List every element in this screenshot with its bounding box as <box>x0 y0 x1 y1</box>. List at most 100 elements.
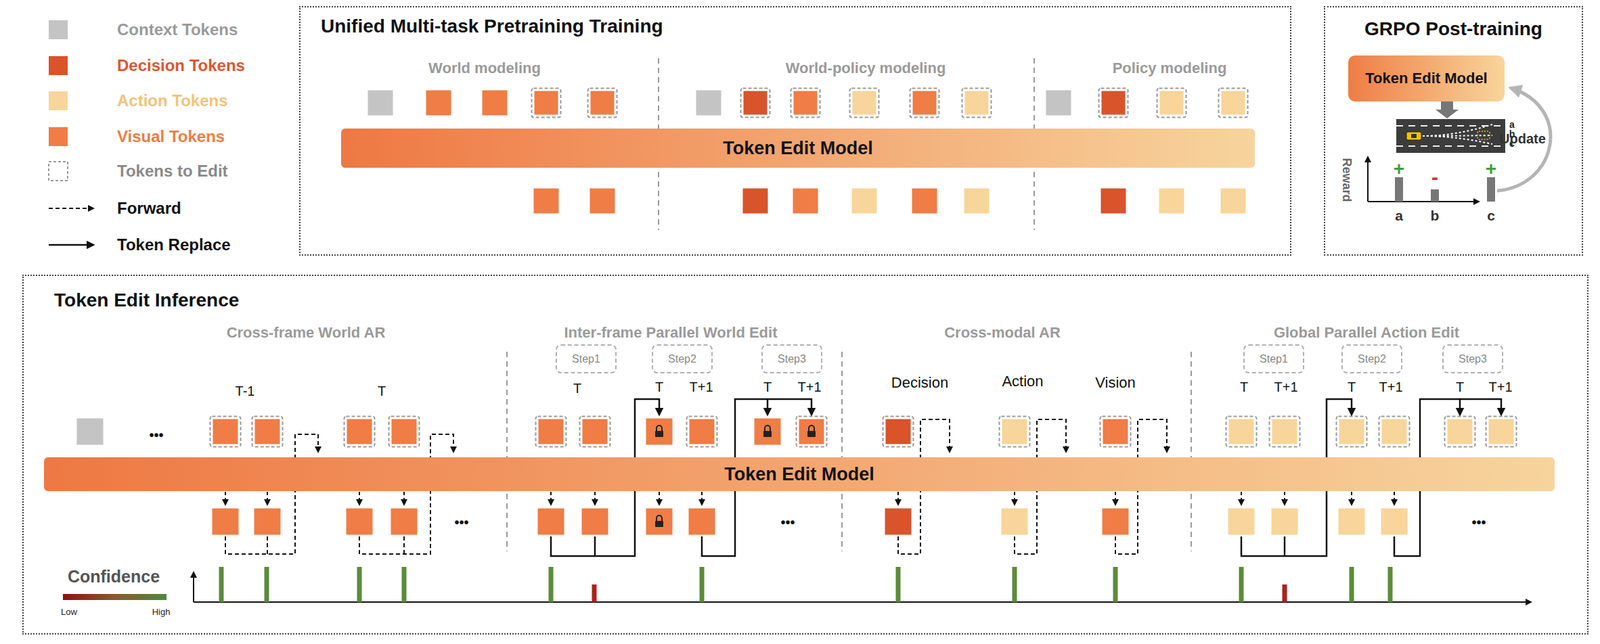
model-band: Token Edit Model <box>43 457 1555 492</box>
model-label: Token Edit Model <box>1365 71 1487 86</box>
trajectory <box>1422 124 1493 137</box>
token-fill <box>1101 188 1127 214</box>
edit-outline <box>850 88 880 118</box>
trajectory <box>1422 136 1493 145</box>
legend-text: Context Tokens <box>117 21 238 38</box>
token <box>883 416 914 448</box>
model-box: Token Edit Model <box>1348 55 1505 102</box>
token <box>689 508 716 536</box>
token-fill <box>754 418 782 446</box>
modality-label: Action <box>1001 374 1043 390</box>
token <box>536 416 567 448</box>
token-fill <box>255 419 281 445</box>
confidence-axis <box>193 601 1531 604</box>
legend-text: Forward <box>117 200 182 217</box>
token-fill <box>912 188 938 214</box>
token <box>1046 90 1072 116</box>
token-fill <box>964 188 990 214</box>
confidence-bar <box>1349 567 1355 603</box>
token-fill <box>213 419 239 445</box>
legend-text: Token Replace <box>117 236 231 254</box>
token <box>1218 88 1249 118</box>
replace-line <box>766 399 769 415</box>
token <box>1486 416 1517 448</box>
token <box>1001 508 1029 536</box>
frame-label: T <box>1347 380 1356 394</box>
token <box>582 508 609 536</box>
trajectory <box>1422 135 1493 137</box>
token-fill <box>534 188 560 214</box>
edit-outline <box>962 88 992 118</box>
frame-label: T+1 <box>797 380 821 394</box>
reward-sign: + <box>1485 159 1497 179</box>
panel-title: GRPO Post-training <box>1325 19 1582 39</box>
step-label: Step1 <box>571 353 601 365</box>
section-label: World-policy modeling <box>785 60 947 76</box>
reward-axis <box>1367 201 1479 203</box>
confidence-bar <box>1239 567 1244 603</box>
token <box>77 418 104 446</box>
token-fill <box>1447 419 1473 445</box>
edit-outline <box>883 416 914 448</box>
token-fill <box>582 508 609 536</box>
replace-line <box>594 536 597 557</box>
confidence-scale <box>62 594 167 601</box>
forward-arrow <box>224 492 227 505</box>
token-fill <box>1272 419 1298 445</box>
token <box>1379 416 1410 448</box>
forward-loop <box>359 434 454 555</box>
car-window <box>1411 134 1417 139</box>
edit-outline <box>1445 416 1476 448</box>
step-label: Step3 <box>777 353 807 365</box>
token-fill <box>696 90 722 116</box>
confidence-bar <box>592 584 597 603</box>
token-fill <box>590 91 615 116</box>
confidence-bar <box>548 567 554 603</box>
token <box>212 508 239 536</box>
token-fill <box>1046 90 1072 116</box>
token <box>590 188 616 214</box>
token-fill <box>538 419 564 445</box>
token-fill <box>1103 419 1129 445</box>
legend-entry: Decision Tokens <box>0 54 298 77</box>
token-fill <box>1160 91 1184 116</box>
edit-outline <box>1269 416 1301 448</box>
replace-line <box>1459 399 1462 415</box>
token-fill <box>689 508 716 536</box>
edit-outline <box>1157 88 1187 118</box>
forward-loop <box>403 536 405 555</box>
token <box>962 88 992 118</box>
token <box>686 416 718 448</box>
frame-label: T <box>1455 380 1464 394</box>
forward-arrow <box>1350 492 1353 505</box>
axis-title: Confidence <box>67 568 160 586</box>
token <box>1271 508 1299 536</box>
section-label: Global Parallel Action Edit <box>1273 325 1460 341</box>
legend-swatch <box>48 56 68 76</box>
token <box>1102 508 1129 536</box>
token <box>252 416 283 448</box>
lock-body <box>655 431 664 438</box>
confidence-bar <box>402 567 407 603</box>
confidence-axis <box>192 572 195 603</box>
edit-outline <box>796 416 828 448</box>
ellipsis: ••• <box>454 515 469 530</box>
frame-label: T <box>655 380 664 394</box>
token <box>389 416 420 448</box>
section-label: Policy modeling <box>1112 60 1228 76</box>
step-label: Step2 <box>668 353 697 365</box>
forward-arrow <box>1013 492 1016 505</box>
forward-arrow <box>701 492 703 505</box>
token-fill <box>1221 91 1246 116</box>
edit-outline <box>1486 416 1517 448</box>
step-label: Step2 <box>1357 353 1387 365</box>
token-fill <box>1002 419 1028 445</box>
section-divider <box>1190 351 1192 552</box>
lock-shackle <box>656 515 662 522</box>
step-box: Step2 <box>651 344 713 374</box>
legend-entry: Context Tokens <box>0 18 298 41</box>
legend-text: Tokens to Edit <box>117 163 229 180</box>
